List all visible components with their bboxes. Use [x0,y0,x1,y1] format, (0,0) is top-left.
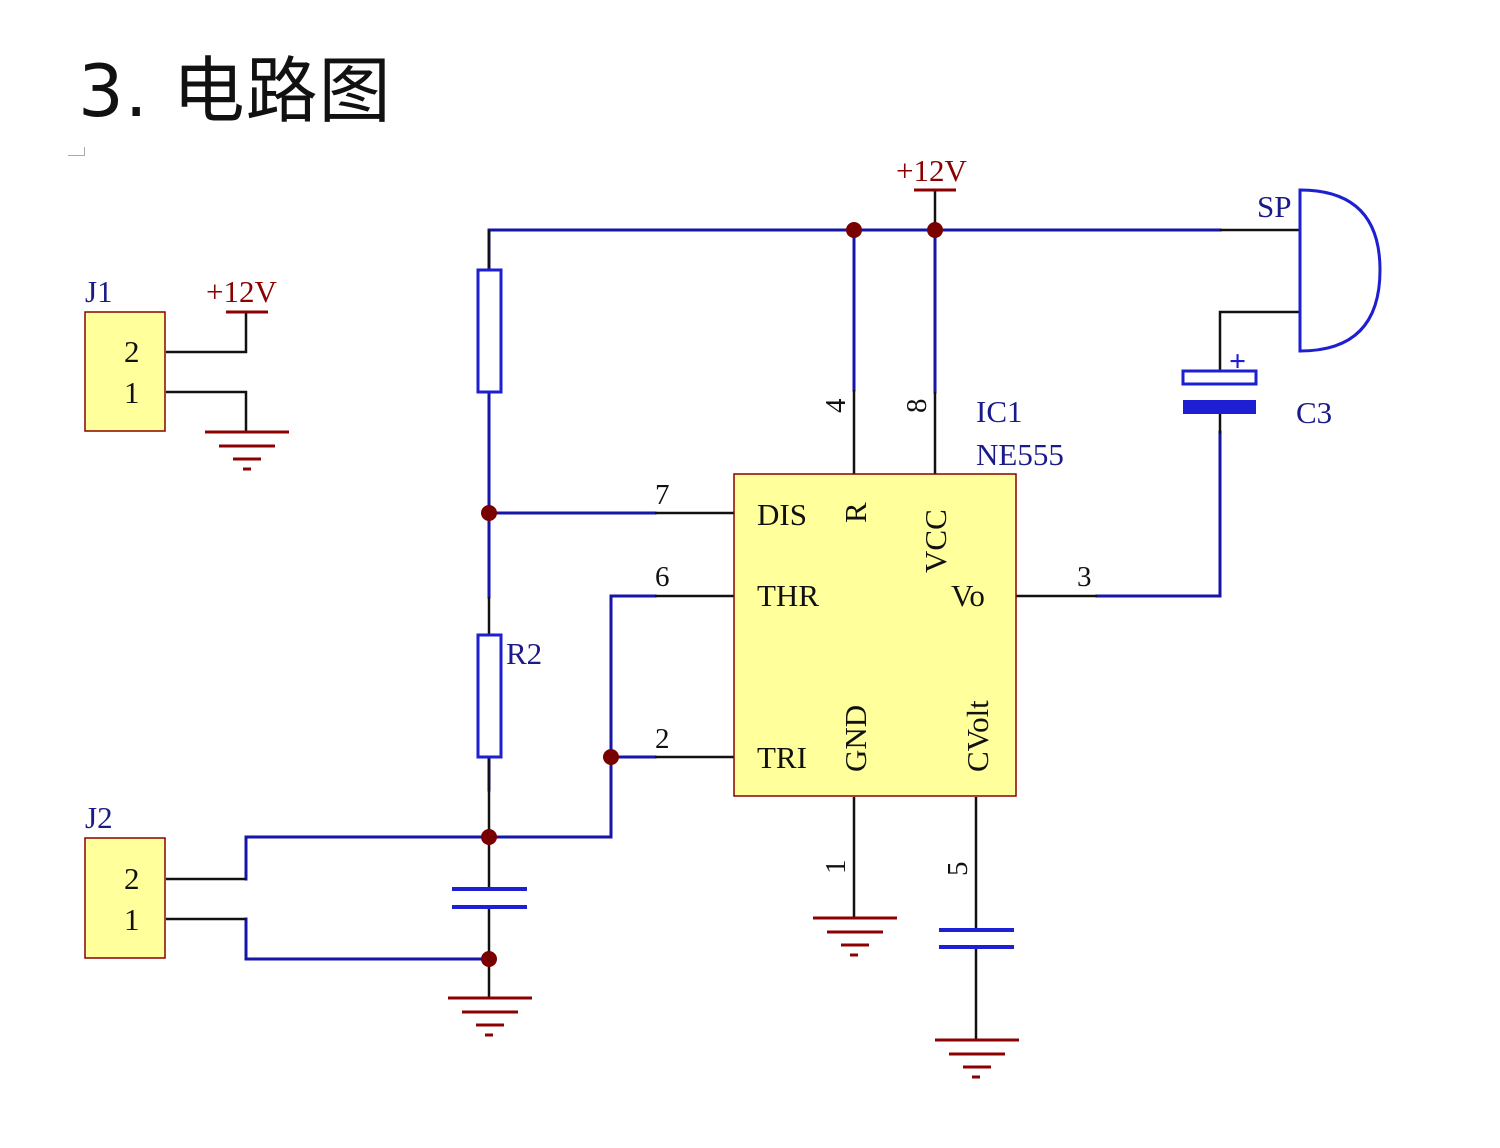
ground-timing [448,996,532,1037]
wire-j2-pin1 [244,917,491,961]
junction-vcc [927,222,943,238]
stub-j1-pin1 [166,390,248,432]
speaker-label: SP [1257,189,1291,224]
capacitor-c3-label: C3 [1296,395,1332,430]
capacitor-timing [452,887,527,909]
junction-reset [846,222,862,238]
ic-pin-reset: R [838,502,873,523]
ground-pin1 [813,916,897,957]
power-symbols [226,188,956,314]
pin-number-1: 1 [820,860,852,875]
ic-pin-thr: THR [757,578,819,613]
junction-ground [481,951,497,967]
junctions [481,222,943,967]
pin-number-8: 8 [901,399,933,414]
ic-ne555-body [733,473,1017,797]
wires [244,228,1222,961]
capacitor-c3-plate-negative [1183,400,1256,414]
pin-number-2: 2 [655,723,670,755]
pin-number-4: 4 [820,398,852,413]
capacitor-cvolt [939,928,1014,949]
ground-symbols [205,430,1019,1079]
resistor-r2-label: R2 [506,636,542,671]
wire-output [1095,430,1222,598]
connector-j1-label: J1 [85,274,113,309]
ic-part-label: NE555 [976,437,1064,472]
ic-pin-cvolt: CVolt [960,700,995,772]
junction-tri [603,749,619,765]
pin-number-6: 6 [655,561,670,593]
junction-dis [481,505,497,521]
connector-j2-pin1: 1 [124,902,140,937]
pin-number-3: 3 [1077,561,1092,593]
capacitor-c3-polarity: + [1229,345,1246,378]
ic-ref-label: IC1 [976,394,1023,429]
corner-mark [68,147,85,156]
ground-j1 [205,430,289,471]
connector-j1 [84,311,166,432]
connector-j2 [84,837,166,959]
vcc-label-j1: +12V [206,274,277,309]
resistor-r1 [476,268,503,394]
pin-number-7: 7 [655,479,670,511]
connector-j1-pin2: 2 [124,334,140,369]
stub-speaker-c3 [1218,310,1300,372]
ic-pin-tri: TRI [757,740,807,775]
ic-pin-dis: DIS [757,497,807,532]
connector-j2-label: J2 [85,800,113,835]
pin-stubs [166,190,1300,1040]
ic-pin-vo: Vo [951,578,985,613]
capacitor-c3-plate-positive [1181,369,1258,386]
junction-timing [481,829,497,845]
speaker-sp [1298,188,1382,353]
page-title: 3. 电路图 [78,49,392,133]
stub-j1-pin2 [166,312,248,354]
wire-j2-pin2 [244,835,491,881]
pin-number-5: 5 [942,862,974,877]
connector-j1-pin1: 1 [124,375,140,410]
ic-pin-vcc: VCC [918,509,953,573]
vcc-label-top: +12V [896,153,967,188]
ground-pin5 [935,1038,1019,1079]
wire-thr-tri [487,594,657,839]
connector-j2-pin2: 2 [124,861,140,896]
ic-pin-gnd: GND [838,705,873,772]
resistor-r2 [476,633,503,759]
